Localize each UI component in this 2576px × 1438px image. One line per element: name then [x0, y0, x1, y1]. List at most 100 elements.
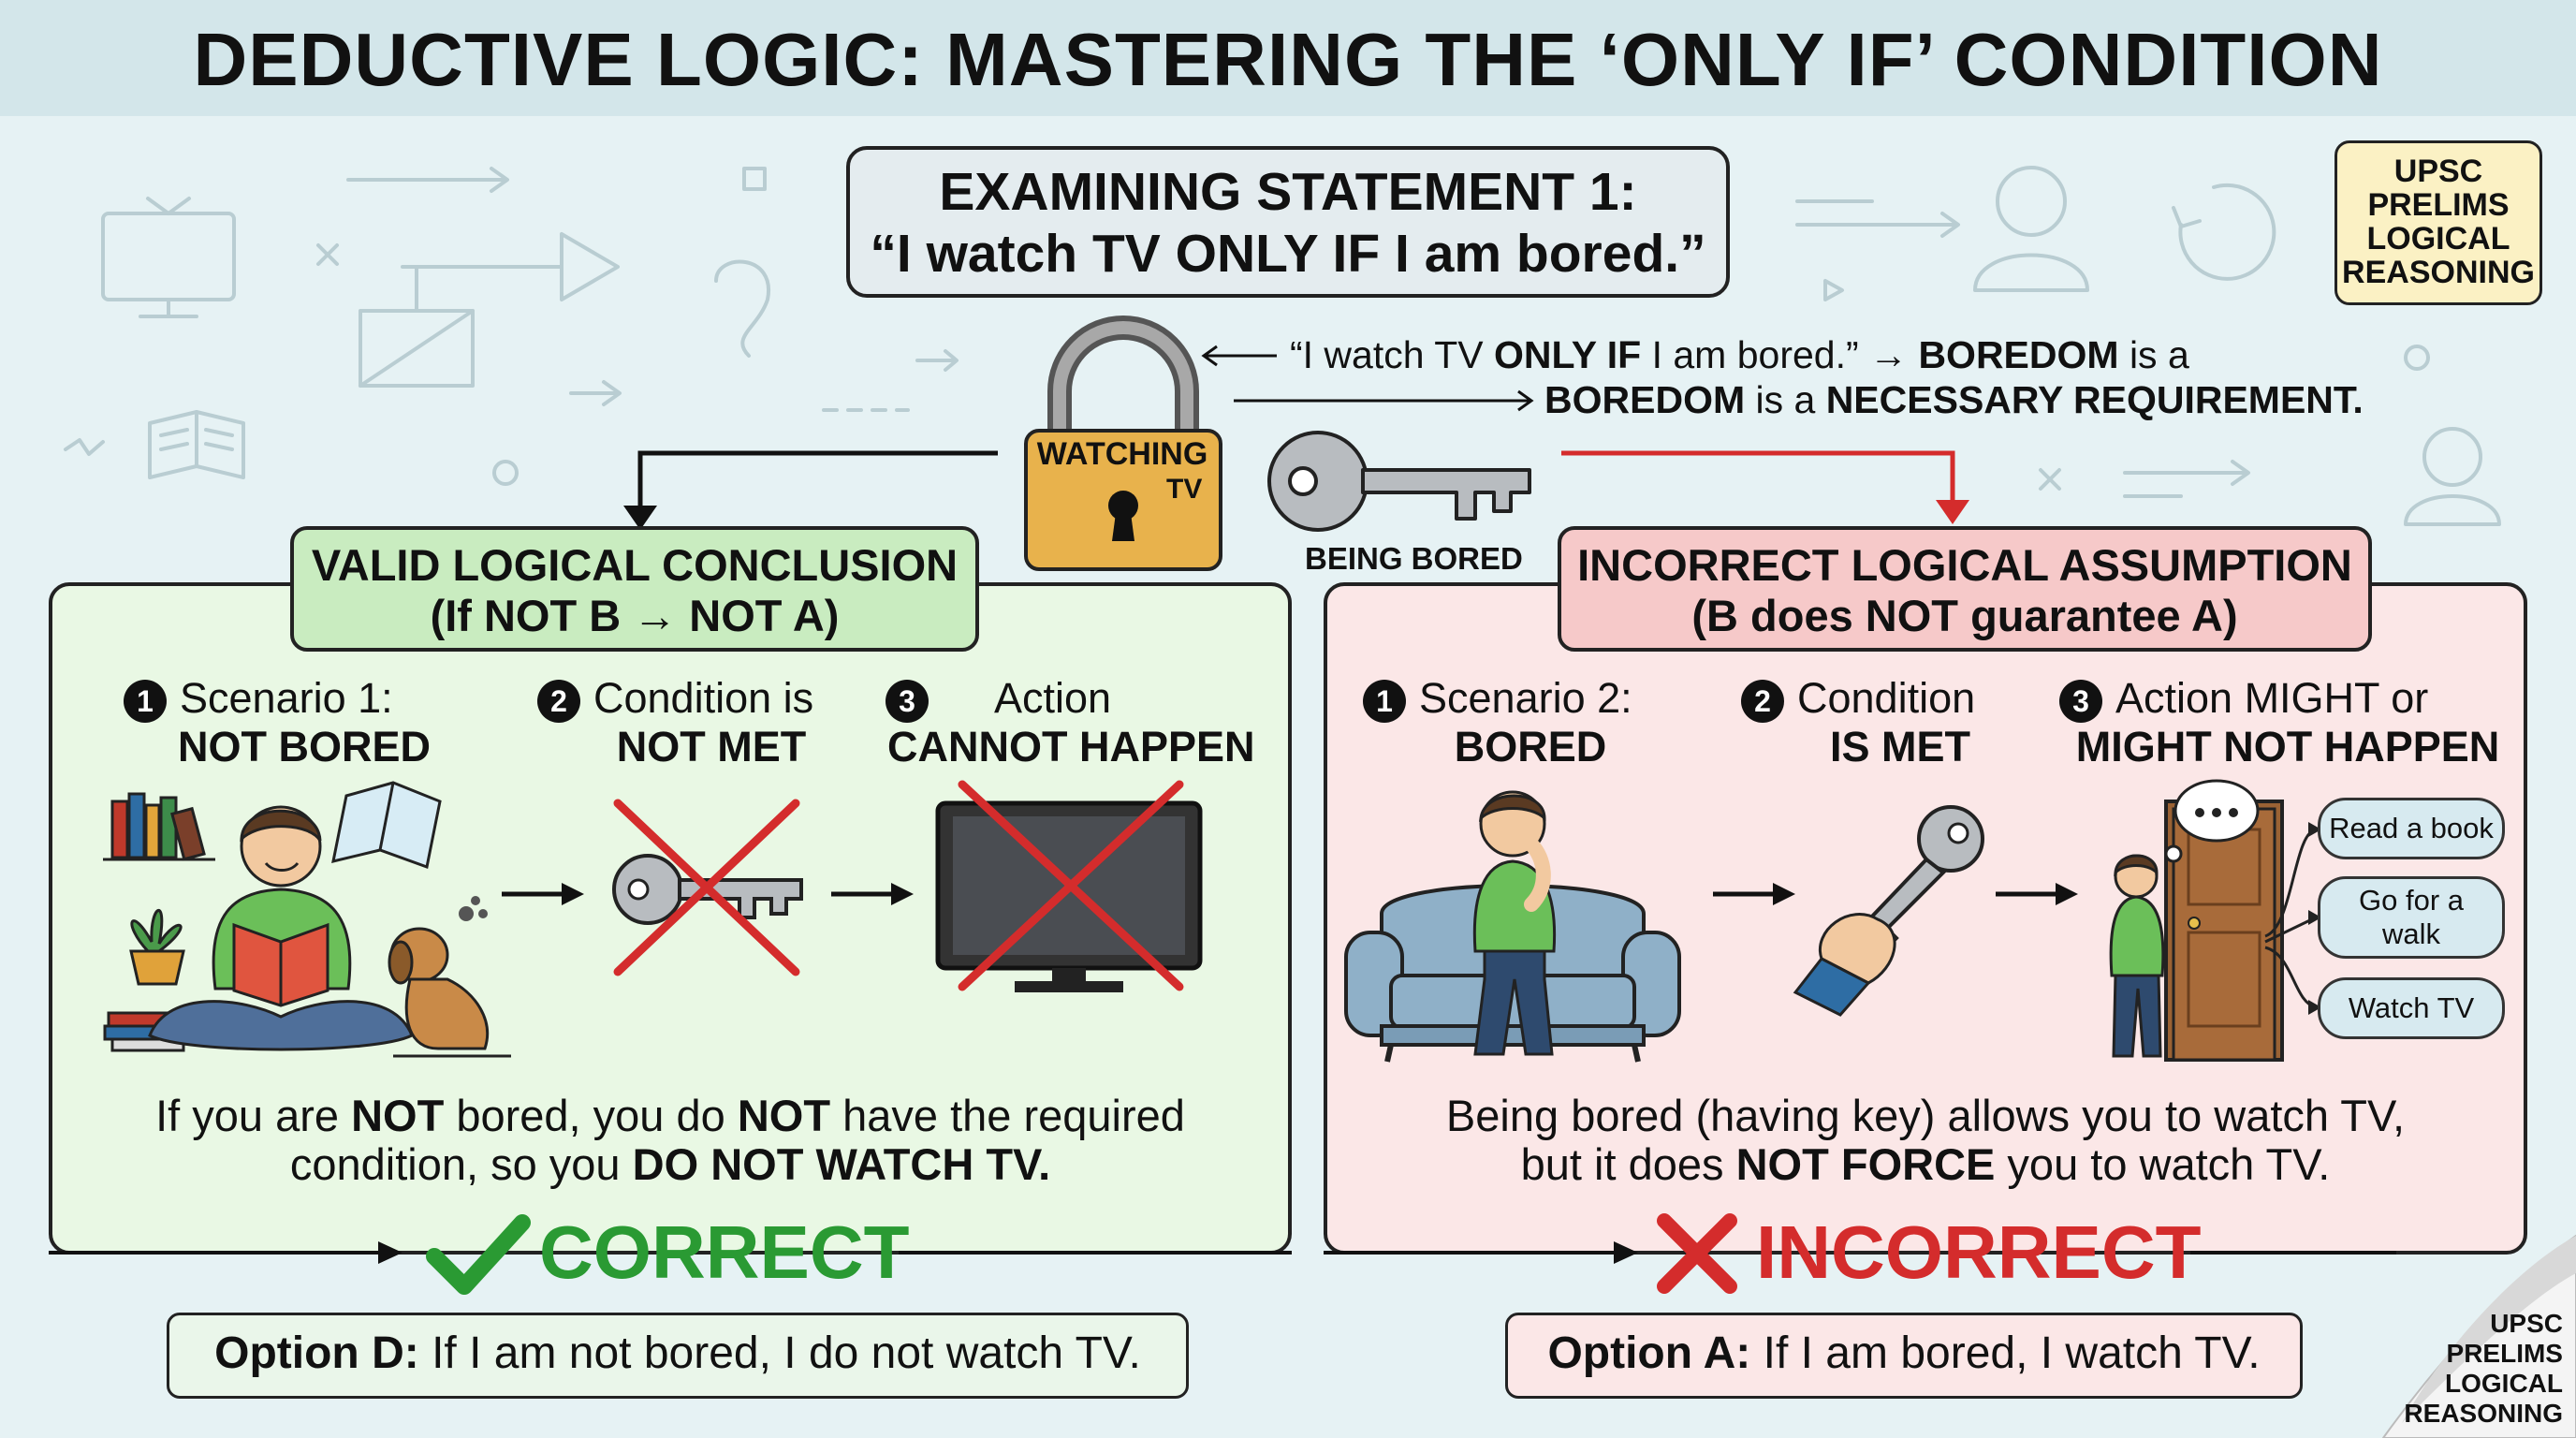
- left-header-line2: (If NOT B → NOT A): [430, 591, 840, 640]
- lock-label-1: WATCHING: [1036, 436, 1208, 472]
- explain-arrow-1: [1201, 345, 1277, 367]
- correct-verdict: CORRECT: [539, 1211, 910, 1294]
- reading-person-illustration: [103, 781, 442, 1052]
- left-header: [290, 526, 979, 652]
- desc-part: bored, you do: [444, 1091, 738, 1140]
- left-header-line1: VALID LOGICAL CONCLUSION: [311, 540, 959, 590]
- upsc-badge-line1: UPSC: [2393, 154, 2483, 189]
- page-curl: [2381, 1234, 2576, 1438]
- right-header-line1: INCORRECT LOGICAL ASSUMPTION: [1577, 540, 2352, 590]
- crossed-tv-illustration: [935, 780, 1203, 992]
- upsc-badge: [2334, 140, 2542, 305]
- step-arrow-left-1: [502, 883, 584, 905]
- explain-boredom-1: BOREDOM: [1918, 333, 2119, 376]
- explain-line2: BOREDOM is a NECESSARY REQUIREMENT.: [1544, 378, 2364, 422]
- explain-necessary: NECESSARY REQUIREMENT.: [1825, 378, 2364, 421]
- cross-icon: [1657, 1213, 1737, 1294]
- step-label: Condition is: [593, 674, 814, 722]
- thought-bubble-icon: [2164, 779, 2260, 863]
- step-label: Action: [994, 674, 1112, 722]
- explain-arrow-glyph: →: [1869, 333, 1909, 376]
- explain-only-if: ONLY IF: [1493, 333, 1642, 376]
- corner-badge-line2: PRELIMS: [2446, 1339, 2563, 1368]
- right-header: [1558, 526, 2372, 652]
- right-step-3-value: MIGHT NOT HAPPEN: [2075, 723, 2500, 770]
- upsc-badge-line3: LOGICAL: [2366, 221, 2510, 257]
- left-description-line1: If you are NOT bored, you do NOT have th…: [49, 1090, 1292, 1141]
- statement-line1: EXAMINING STATEMENT 1:: [939, 162, 1637, 222]
- choice-text: Go for a walk: [2359, 884, 2464, 950]
- step-arrow-right-1: [1713, 883, 1795, 905]
- left-step-1: 1 Scenario 1:: [124, 674, 393, 724]
- statement-line2: “I watch TV ONLY IF I am bored.”: [870, 224, 1706, 284]
- explain-is-a: is a: [2118, 333, 2189, 376]
- left-description-line2: condition, so you DO NOT WATCH TV.: [49, 1138, 1292, 1190]
- step-number: 3: [886, 680, 929, 724]
- choice-read-book: Read a book: [2318, 798, 2505, 859]
- arrow-icon: [346, 167, 620, 301]
- hand-key-illustration: [1793, 805, 1984, 1017]
- explain-quote-close: I am bored.”: [1641, 333, 1870, 376]
- right-step-1: 1 Scenario 2:: [1363, 674, 1632, 724]
- desc-part: but it does: [1520, 1139, 1736, 1189]
- corner-badge-line3: LOGICAL: [2445, 1369, 2563, 1398]
- upsc-badge-line2: PRELIMS: [2367, 187, 2510, 223]
- explain-arrow-2: [1234, 389, 1534, 412]
- option-text: If I am bored, I watch TV.: [1750, 1328, 2261, 1378]
- lock-label-2: TV: [1166, 474, 1203, 505]
- bored-person-illustration: [1344, 790, 1681, 1063]
- step-arrow-right-2: [1996, 883, 2078, 905]
- left-step-1-value: NOT BORED: [178, 723, 431, 770]
- option-d-box: [167, 1313, 1189, 1399]
- option-label: Option A:: [1547, 1328, 1751, 1378]
- book-icon: [148, 410, 245, 479]
- key-icon: [1267, 431, 1531, 532]
- step-label: Action MIGHT or: [2115, 674, 2429, 722]
- right-description-line2: but it does NOT FORCE you to watch TV.: [1324, 1138, 2527, 1190]
- step-number: 1: [124, 680, 167, 724]
- door-icon: [2164, 800, 2284, 1062]
- refresh-icon: [2172, 183, 2276, 281]
- step-label: Scenario 2:: [1419, 674, 1632, 722]
- corner-badge-line1: UPSC: [2490, 1309, 2563, 1338]
- explain-is-a-2: is a: [1745, 378, 1826, 421]
- cross-icon: [958, 780, 1184, 991]
- step-number: 2: [537, 680, 580, 724]
- dog-illustration: [388, 896, 511, 1058]
- option-text: If I am not bored, I do not watch TV.: [418, 1328, 1141, 1378]
- right-description-line1: Being bored (having key) allows you to w…: [1445, 1091, 2406, 1140]
- desc-part: NOT: [351, 1091, 445, 1140]
- lock-icon: [1024, 315, 1222, 571]
- left-step-2: 2 Condition is: [537, 674, 814, 724]
- desc-part: If you are: [155, 1091, 352, 1140]
- step-label: Condition: [1797, 674, 1976, 722]
- step-number: 1: [1363, 680, 1406, 724]
- explain-quote-open: “I watch TV: [1290, 333, 1494, 376]
- option-a-box: [1505, 1313, 2303, 1399]
- title-band: [0, 0, 2576, 116]
- option-label: Option D:: [214, 1328, 419, 1378]
- right-step-2-value: IS MET: [1829, 723, 1970, 770]
- right-step-1-value: BORED: [1454, 723, 1607, 770]
- step-arrow-left-2: [831, 883, 914, 905]
- book-icon: [331, 781, 442, 870]
- step-label: Scenario 1:: [180, 674, 393, 722]
- key-label: BEING BORED: [1305, 541, 1523, 576]
- statement-box: [846, 146, 1730, 298]
- right-header-line2: (B does NOT guarantee A): [1558, 590, 2372, 641]
- desc-part: condition, so you: [289, 1139, 633, 1189]
- left-step-2-value: NOT MET: [616, 723, 807, 770]
- desc-part: have the required: [830, 1091, 1185, 1140]
- explain-boredom-2: BOREDOM: [1544, 378, 1746, 421]
- explain-line1: “I watch TV ONLY IF I am bored.” → BORED…: [1290, 333, 2189, 377]
- cross-icon: [613, 799, 800, 976]
- right-header-sub: (B does NOT guarantee A): [1691, 591, 2238, 640]
- option-d-text: Option D: If I am not bored, I do not wa…: [167, 1328, 1189, 1379]
